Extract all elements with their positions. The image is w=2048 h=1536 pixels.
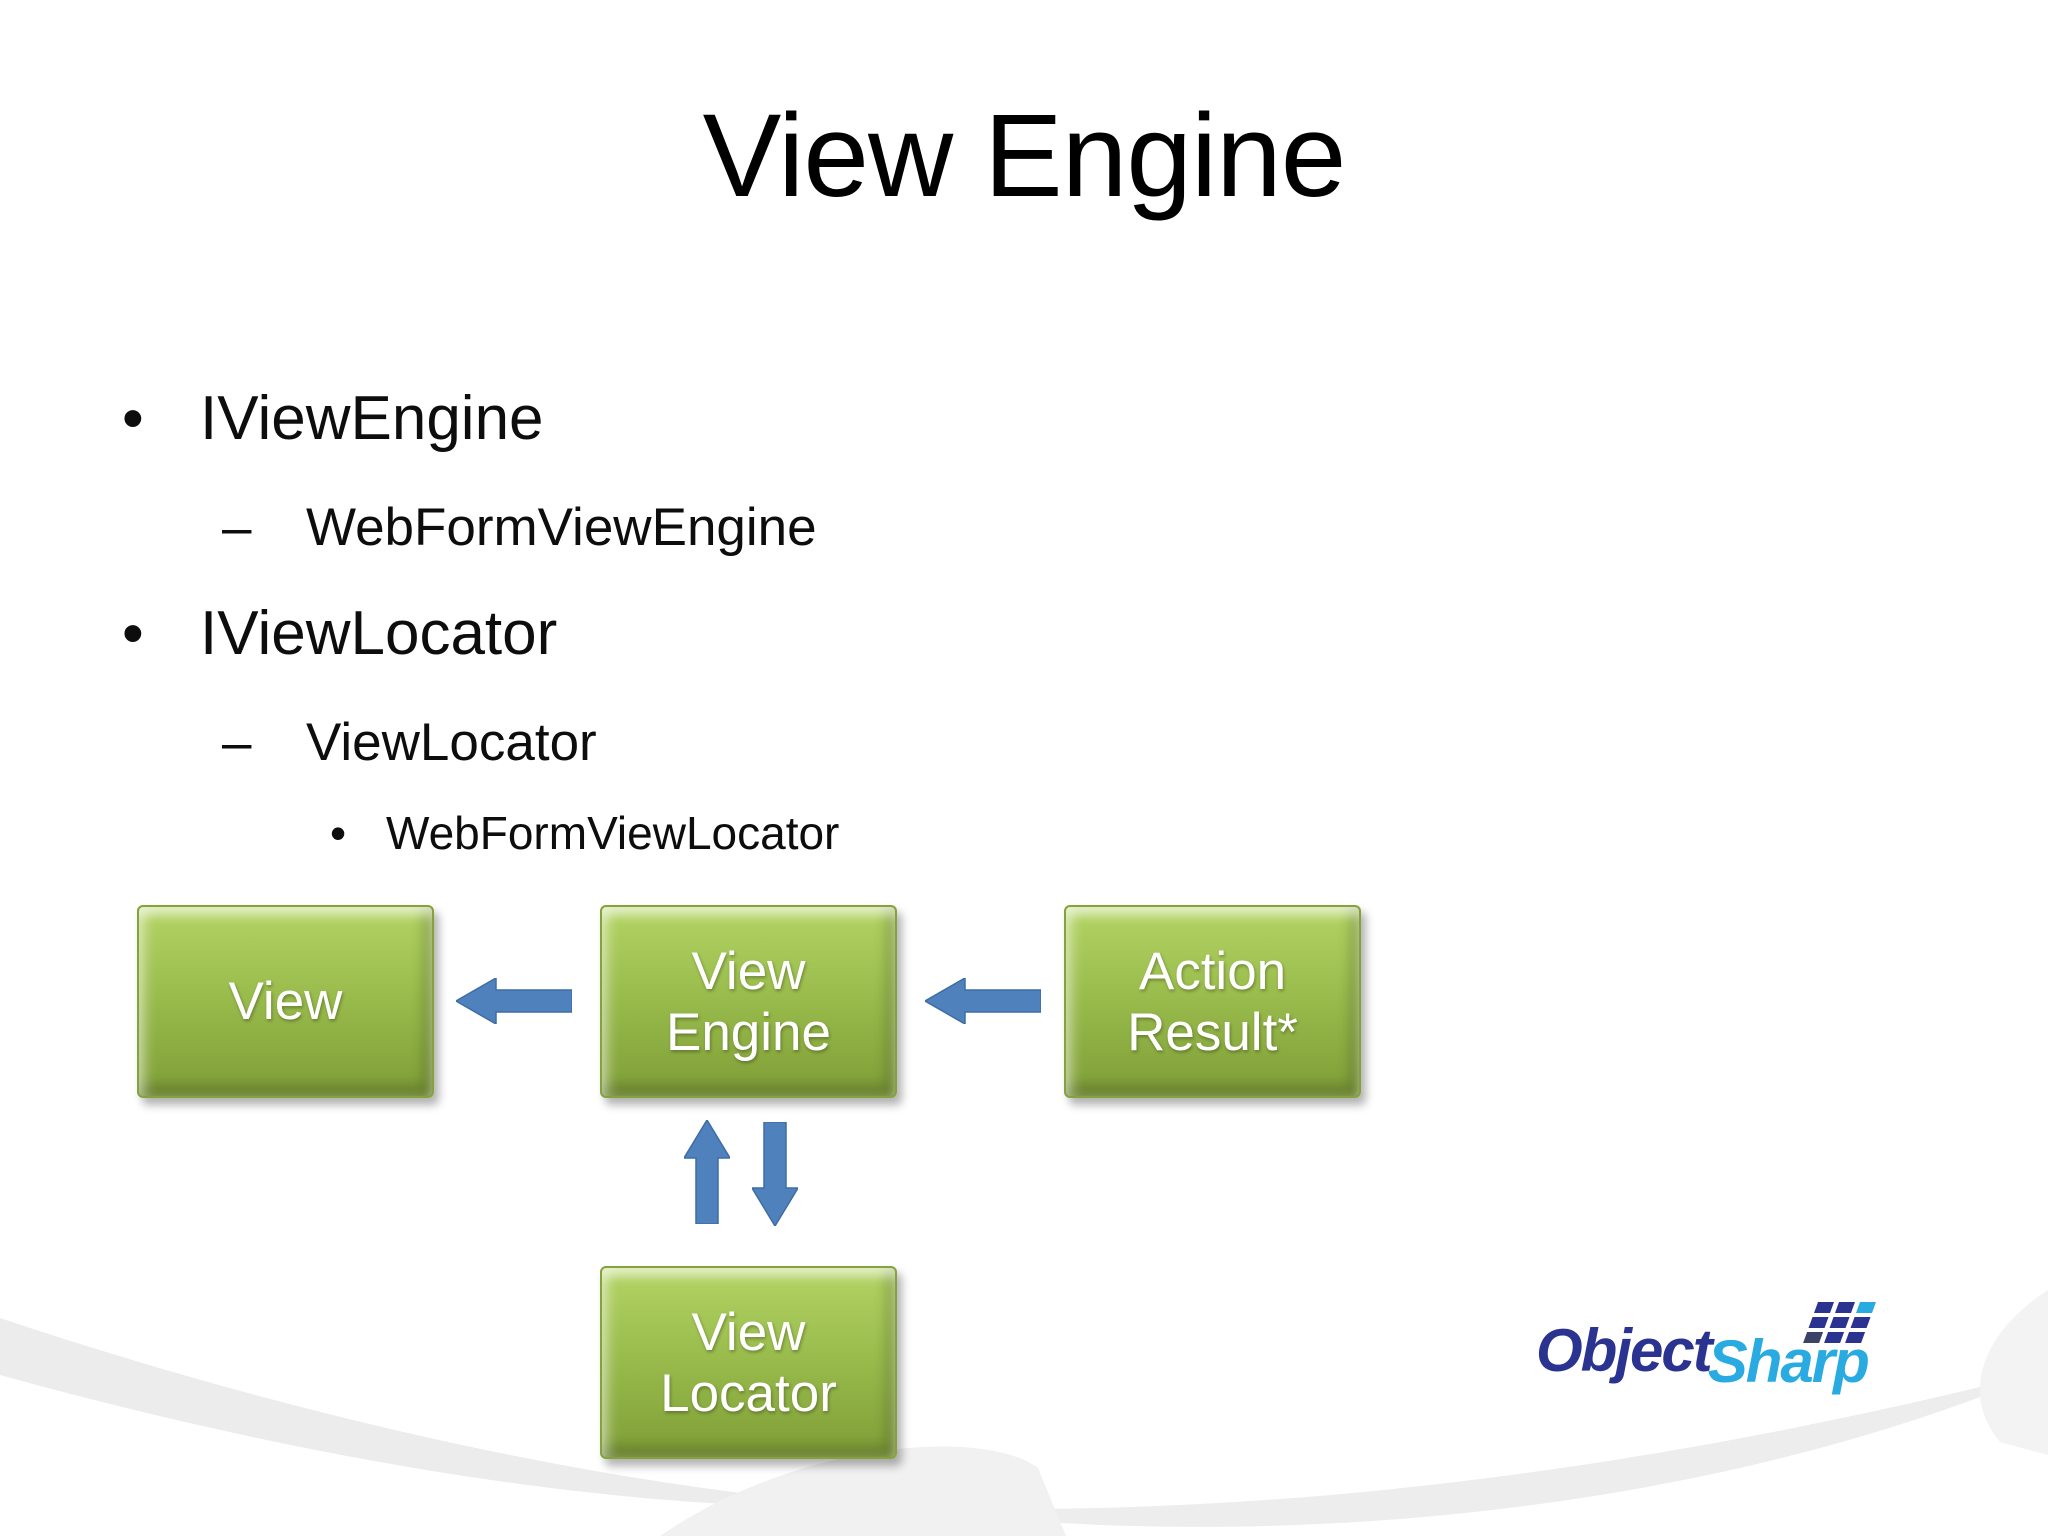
objectsharp-logo: ObjectSharp — [1536, 1302, 1877, 1395]
logo-grid-cell — [1856, 1302, 1877, 1313]
diagram-box-view-locator: View Locator — [600, 1266, 897, 1459]
page-title: View Engine — [702, 90, 1347, 222]
bullet-text: ViewLocator — [306, 713, 597, 772]
down-arrow-engine-to-locator-icon — [752, 1122, 798, 1226]
up-arrow-locator-to-engine-icon — [684, 1120, 730, 1224]
diagram-box-view-engine: View Engine — [600, 905, 897, 1098]
logo-text-sharp: Sharp — [1707, 1328, 1870, 1395]
box-label-line: Locator — [660, 1363, 837, 1423]
box-label-line: View — [691, 941, 806, 1001]
box-label-line: Engine — [665, 1002, 832, 1062]
bullet-item-iviewlocator: • IViewLocator — [122, 598, 557, 669]
logo-grid-cell — [1824, 1332, 1845, 1343]
bullet-marker: • — [122, 599, 144, 668]
logo-text-object: Object — [1536, 1317, 1713, 1384]
left-arrow-engine-to-view-icon — [456, 978, 572, 1024]
box-label-line: View — [691, 1302, 806, 1362]
logo-grid-cell — [1835, 1302, 1856, 1313]
box-label-line: Result* — [1127, 1002, 1298, 1062]
bullet-marker: – — [222, 713, 252, 772]
bullet-marker: • — [330, 807, 347, 859]
bullet-marker: • — [122, 384, 144, 453]
bullet-item-iviewengine: • IViewEngine — [122, 383, 544, 454]
box-label: View — [228, 972, 343, 1031]
logo-grid-cell — [1814, 1302, 1835, 1313]
bullet-item-webformviewengine: – WebFormViewEngine — [222, 497, 817, 558]
logo-grid-cell — [1808, 1317, 1829, 1328]
bullet-text: IViewLocator — [200, 599, 558, 668]
bullet-marker: – — [222, 498, 252, 557]
bullet-text: WebFormViewLocator — [386, 807, 840, 859]
bullet-text: WebFormViewEngine — [306, 498, 817, 557]
logo-grid-cell — [1850, 1317, 1871, 1328]
bullet-text: IViewEngine — [200, 384, 544, 453]
diagram-box-view: View — [137, 905, 434, 1098]
diagram-box-action-result: Action Result* — [1064, 905, 1361, 1098]
bullet-item-viewlocator: – ViewLocator — [222, 712, 597, 773]
logo-grid-cell — [1829, 1317, 1850, 1328]
left-arrow-actionresult-to-engine-icon — [925, 978, 1041, 1024]
bullet-item-webformviewlocator: • WebFormViewLocator — [330, 806, 839, 860]
logo-grid-cell — [1845, 1332, 1866, 1343]
logo-grid-cell — [1803, 1332, 1824, 1343]
box-label-line: Action — [1138, 941, 1287, 1001]
